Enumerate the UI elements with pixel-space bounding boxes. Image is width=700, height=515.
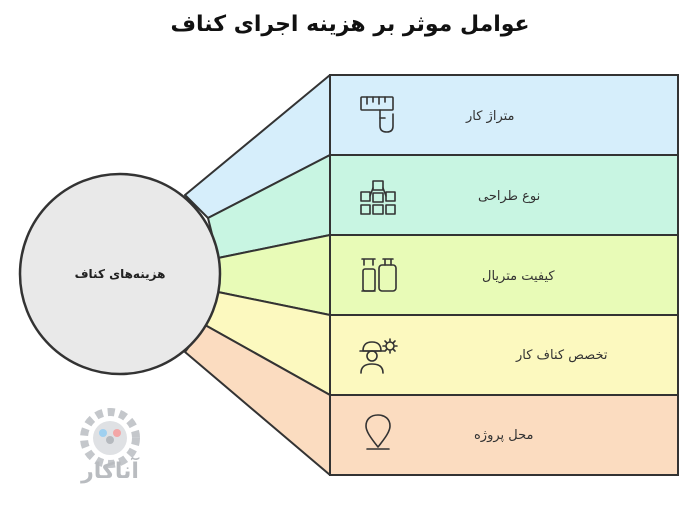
factor-label-1: متراژ کار xyxy=(465,109,515,124)
center-circle xyxy=(18,172,222,376)
material-quality-icon xyxy=(361,258,397,292)
factor-band-3 xyxy=(329,234,679,316)
factor-band-4 xyxy=(329,314,679,396)
brand-logo: آناکار xyxy=(80,408,140,484)
factor-label-4: تخصص کناف کار xyxy=(515,348,608,363)
worker-gear-icon xyxy=(359,338,398,374)
building-design-icon xyxy=(360,180,396,215)
tape-measure-icon xyxy=(360,96,394,133)
center-label: هزینه‌های کناف xyxy=(75,267,166,281)
factor-label-3: کیفیت متریال xyxy=(482,269,555,284)
diagram-title: عوامل موثر بر هزینه اجرای کناف xyxy=(170,12,530,37)
factor-band-5 xyxy=(329,394,679,476)
location-pin-icon xyxy=(365,414,391,450)
logo-text: آناکار xyxy=(80,456,139,484)
factor-band-1 xyxy=(329,74,679,156)
factor-label-5: محل پروژه xyxy=(474,428,534,443)
factor-label-2: نوع طراحی xyxy=(478,189,540,204)
